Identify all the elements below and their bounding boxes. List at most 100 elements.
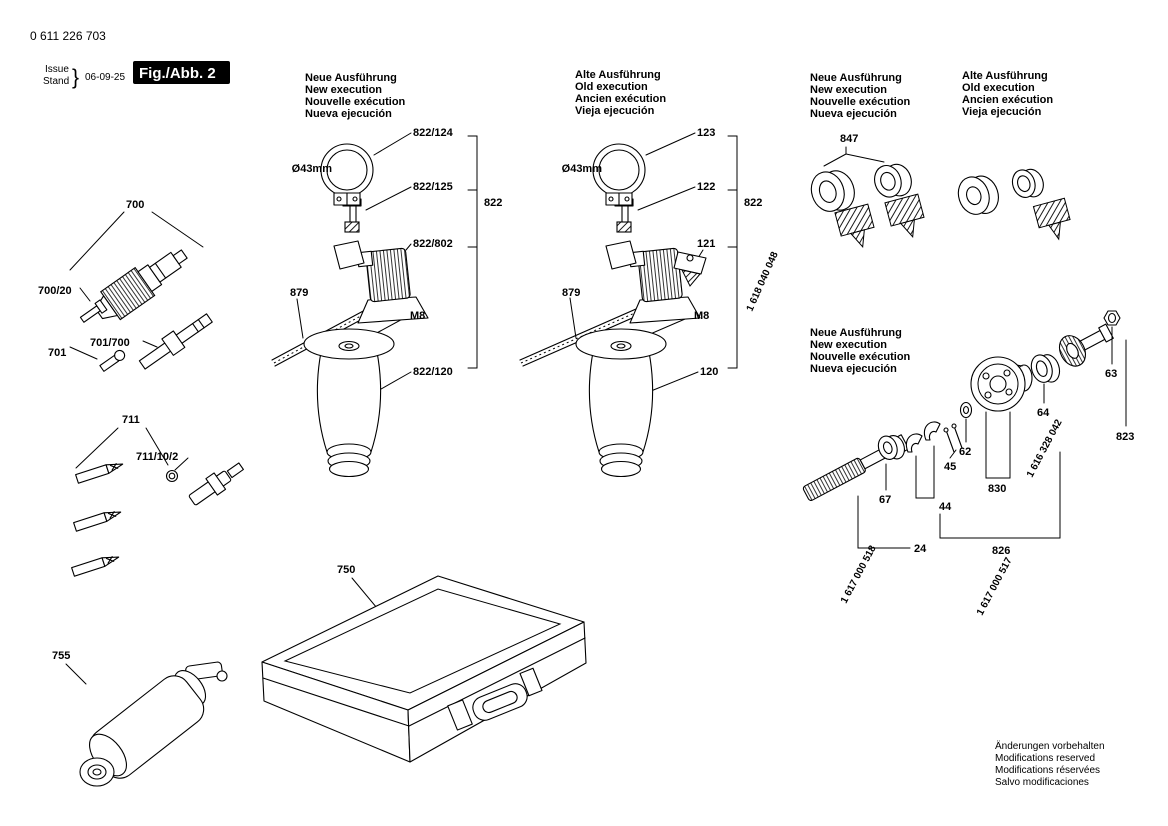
angle-head-callout: 755 — [52, 650, 70, 662]
bit-drawing — [73, 511, 122, 532]
brush-set-leaders — [823, 146, 885, 167]
handle-flange-disc-new — [303, 328, 395, 360]
issue-date: 06-09-25 — [85, 72, 125, 83]
aux-handle-old-group: 123 122 121 120 879 Ø43mm M8 822 1 618 0… — [519, 127, 781, 478]
legend-line: Neue Ausführung — [305, 72, 397, 84]
angle-head-drawing — [79, 661, 228, 787]
legend-line: Alte Ausführung — [962, 70, 1048, 82]
lever-set-callout: 44 — [939, 501, 952, 513]
gear-assembly-leaders — [857, 326, 1127, 549]
clutch-set-number: 1 616 328 042 — [1025, 417, 1065, 479]
pin-set-drawing — [943, 423, 963, 453]
brush-set-old-group — [957, 168, 1071, 241]
clutch-callout: 830 — [988, 483, 1006, 495]
drive-shaft-callout: 67 — [879, 494, 891, 506]
clamp-bolt-old-callout: 122 — [697, 181, 715, 193]
bit-set-leaders — [75, 427, 189, 471]
aux-handle-callout-old: 822 — [744, 197, 762, 209]
bearing-64-drawing — [1030, 354, 1061, 383]
legend-line: Neue Ausführung — [810, 327, 902, 339]
clamp-bracket-new-callout: 822/802 — [413, 238, 453, 250]
adapter-drawing — [138, 313, 213, 370]
clamp-band-old-drawing — [592, 143, 646, 206]
legend-new-brushes: Neue Ausführung New execution Nouvelle e… — [810, 72, 911, 120]
washer-callout: 62 — [959, 446, 971, 458]
bit-set-group: 711 711/10/2 — [71, 414, 244, 577]
spindle-part-callout: 701 — [48, 347, 66, 359]
legend-line: New execution — [810, 339, 887, 351]
clamp-band-old-callout: 123 — [697, 127, 715, 139]
legend-line: New execution — [305, 84, 382, 96]
aux-handle-old-bracket — [727, 135, 738, 369]
clamp-bracket-old-drawing — [605, 240, 707, 324]
bit-drawing — [71, 556, 120, 577]
gear-set-callout: 826 — [992, 545, 1010, 557]
aux-handle-new-bracket — [467, 135, 478, 369]
service-set-24-callout: 24 — [914, 543, 927, 555]
header-block: 0 611 226 703 Issue Stand } 06-09-25 Fig… — [30, 29, 230, 89]
bit-holder-drawing — [188, 462, 244, 506]
bit-holder-callout: 711/10/2 — [136, 451, 178, 463]
bearing-drawing-new — [810, 170, 855, 212]
grip-old-drawing — [588, 351, 654, 478]
pinion-drawing — [1058, 323, 1114, 367]
case-callout: 750 — [337, 564, 355, 576]
chuck-leaders — [69, 211, 204, 360]
shaft-bearing-drawing — [877, 434, 905, 460]
legend-line: Nueva ejecución — [305, 108, 392, 120]
adapter-callout: 701/700 — [90, 337, 130, 349]
angle-head-leader — [65, 663, 87, 685]
chuck-callout: 700 — [126, 199, 144, 211]
grip-new-drawing — [316, 351, 382, 478]
ring-drawing-new — [874, 163, 912, 198]
legend-line: New execution — [810, 84, 887, 96]
legend-line: Nueva ejecución — [810, 108, 897, 120]
chuck-drawing — [95, 249, 188, 321]
set-number-517: 1 617 000 517 — [975, 555, 1015, 617]
brush-set-callout: 847 — [840, 133, 858, 145]
grip-new-callout: 822/120 — [413, 366, 453, 378]
chuck-group: 700 700/20 701 701/700 — [38, 199, 213, 372]
legend-line: Nouvelle exécution — [810, 351, 911, 363]
issue-brace: } — [72, 66, 79, 89]
clamp-band-new-drawing — [320, 143, 374, 206]
legend-line: Ancien exécution — [962, 94, 1053, 106]
carbon-brush-drawing-old — [1032, 197, 1071, 241]
chuck-screw-callout: 700/20 — [38, 285, 72, 297]
brush-set-new-group: 847 — [810, 133, 925, 249]
diameter-note-old: Ø43mm — [562, 163, 603, 175]
pinion-callout: 823 — [1116, 431, 1134, 443]
legend-line: Vieja ejecución — [962, 106, 1042, 118]
carbon-brush-drawing — [884, 193, 925, 239]
thread-note-old: M8 — [694, 310, 709, 322]
nut-callout: 63 — [1105, 368, 1117, 380]
bearing-drawing-old — [957, 175, 999, 215]
case-group: 750 — [261, 564, 587, 763]
grip-old-callout: 120 — [700, 366, 718, 378]
document-part-number: 0 611 226 703 — [30, 29, 106, 43]
legend-line: Vieja ejecución — [575, 105, 655, 117]
angle-head-group: 755 — [52, 650, 228, 787]
clamp-bracket-new-drawing — [333, 240, 429, 324]
clamp-bolt-new-callout: 822/125 — [413, 181, 453, 193]
legend-new-handle: Neue Ausführung New execution Nouvelle e… — [305, 72, 406, 120]
bit-drawing — [75, 463, 124, 484]
legend-line: Old execution — [575, 81, 648, 93]
aux-handle-callout-new: 822 — [484, 197, 502, 209]
case-drawing — [261, 575, 587, 763]
diameter-note-new: Ø43mm — [292, 163, 333, 175]
thread-note-new: M8 — [410, 310, 425, 322]
clamp-band-new-callout: 822/124 — [413, 127, 454, 139]
legend-old-brushes: Alte Ausführung Old execution Ancien exé… — [962, 70, 1053, 118]
lever-set-drawing — [905, 421, 941, 453]
threaded-rod-old-callout: 879 — [562, 287, 580, 299]
bearing-callout: 64 — [1037, 407, 1050, 419]
legend-line: Alte Ausführung — [575, 69, 661, 81]
chuck-screw-drawing — [79, 299, 108, 323]
legend-line: Neue Ausführung — [810, 72, 902, 84]
clamp-bracket-old-callout: 121 — [697, 238, 715, 250]
bit-set-callout: 711 — [122, 414, 140, 426]
clutch-drawing — [970, 356, 1033, 412]
threaded-rod-callout: 879 — [290, 287, 308, 299]
